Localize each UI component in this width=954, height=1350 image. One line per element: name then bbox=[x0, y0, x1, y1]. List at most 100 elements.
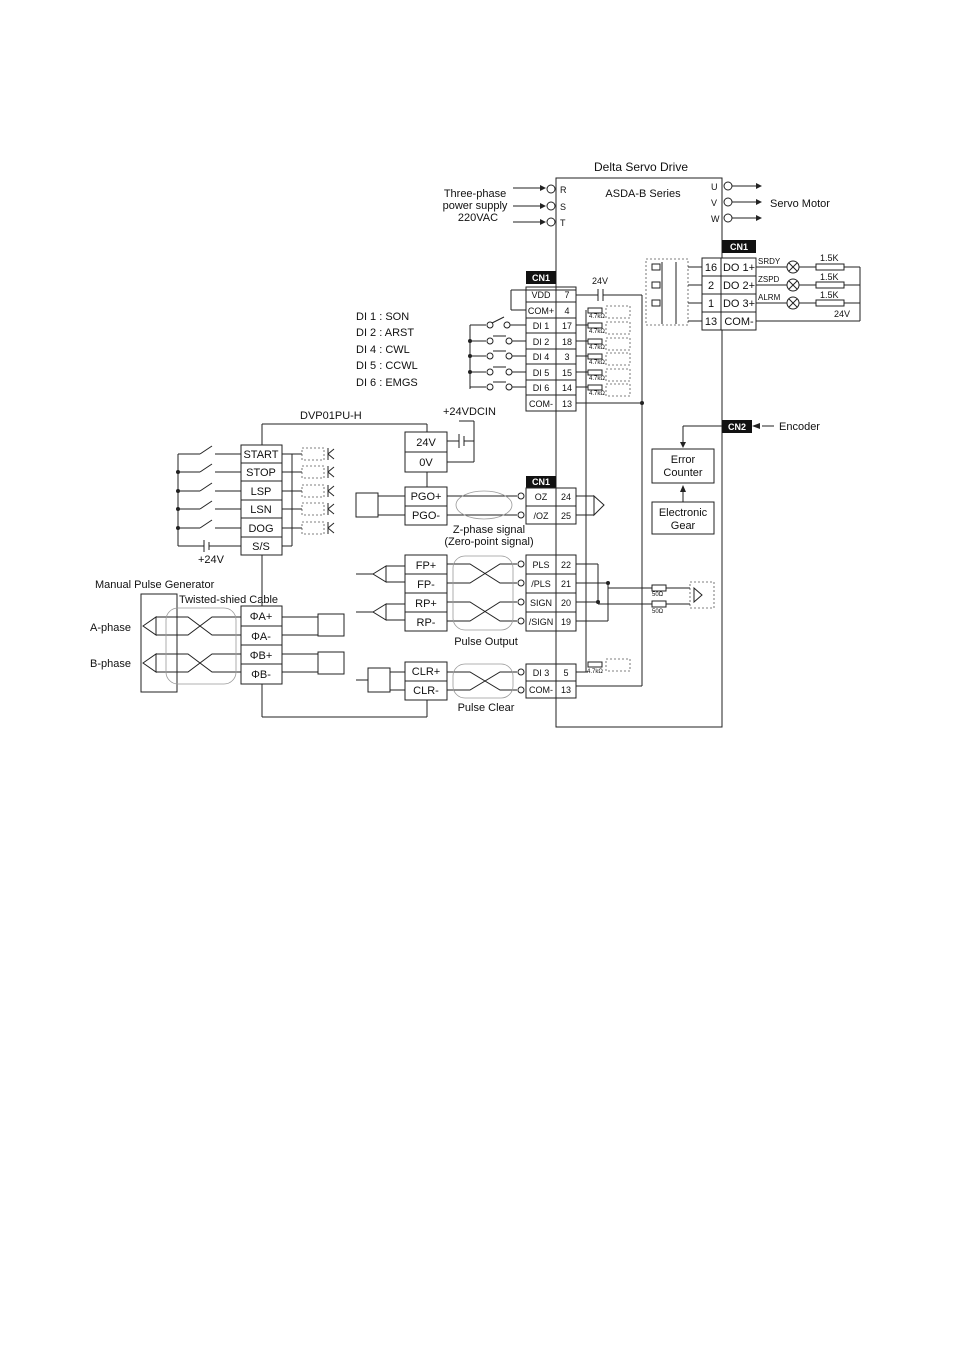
di-switches bbox=[468, 316, 526, 391]
di-legend-item: DI 5 : CCWL bbox=[356, 360, 418, 372]
cn1-pulse-pin-num: 22 bbox=[561, 560, 571, 570]
pgo-pin: PGO- bbox=[412, 510, 440, 522]
cn1-clr-pin-name: COM- bbox=[529, 685, 553, 695]
cn1-pin-name: DI 6 bbox=[533, 383, 550, 393]
power-label-2: power supply bbox=[443, 200, 508, 212]
cn1-pin-num: 17 bbox=[562, 321, 572, 331]
power-inputs bbox=[513, 184, 556, 227]
electronic-gear-label: Gear bbox=[671, 520, 696, 532]
mpg-box bbox=[140, 593, 178, 693]
error-counter-box bbox=[651, 448, 715, 484]
di-resistor-label: 4.7kΩ bbox=[589, 360, 605, 366]
do-supply-label: 24V bbox=[834, 309, 850, 319]
cn1-pulse-connector bbox=[525, 554, 715, 632]
cn1-pulse-pin-name: SIGN bbox=[530, 598, 552, 608]
cn1-pin-name: DI 4 bbox=[533, 352, 550, 362]
cn1-pin-name: COM+ bbox=[528, 306, 554, 316]
pulse-pin: FP- bbox=[417, 579, 435, 591]
di-legend-item: DI 4 : CWL bbox=[356, 344, 410, 356]
b-phase-label: B-phase bbox=[90, 658, 131, 670]
pulse-pin: FP+ bbox=[416, 560, 436, 572]
electronic-gear-box bbox=[651, 501, 715, 535]
cn1-pin-name: DI 1 bbox=[533, 321, 550, 331]
z-phase-label: (Zero-point signal) bbox=[444, 536, 533, 548]
pulse-output-label: Pulse Output bbox=[454, 636, 518, 648]
do-signal: ZSPD bbox=[758, 275, 780, 284]
do-connector bbox=[701, 257, 757, 331]
cn1-pulse-pin-num: 19 bbox=[561, 617, 571, 627]
cn1-z-pin-name: OZ bbox=[535, 492, 548, 502]
pulse-clear-label: Pulse Clear bbox=[458, 702, 515, 714]
cn1-clr-pin-num: 5 bbox=[563, 668, 568, 678]
cn1-pin-num: 4 bbox=[564, 306, 569, 316]
mpg-title: Manual Pulse Generator bbox=[95, 579, 215, 591]
cn1-z-connector bbox=[525, 487, 605, 525]
di-resistor-label: 4.7kΩ bbox=[589, 376, 605, 382]
do-pin-num: 2 bbox=[708, 280, 714, 292]
dvp-encoder-pin: ΦB+ bbox=[250, 650, 273, 662]
mpg-cable-label: Twisted-shied Cable bbox=[179, 594, 278, 606]
vdd-wiring bbox=[510, 289, 644, 686]
terminal-v: V bbox=[711, 198, 717, 208]
line-resistor-label: 50Ω bbox=[652, 592, 664, 598]
di-legend-item: DI 1 : SON bbox=[356, 311, 409, 323]
z-phase-label: Z-phase signal bbox=[453, 524, 525, 536]
line-resistor-label: 50Ω bbox=[652, 609, 664, 615]
cn1-pulse-pin-num: 20 bbox=[561, 598, 571, 608]
cn1-pulse-pin-name: /SIGN bbox=[529, 617, 554, 627]
dvp-title: DVP01PU-H bbox=[300, 410, 362, 422]
terminal-r: R bbox=[560, 185, 567, 195]
cn1-header-do bbox=[722, 240, 756, 253]
pulse-pin: RP- bbox=[417, 617, 436, 629]
do-pin-num: 16 bbox=[705, 262, 717, 274]
pulse-pin: RP+ bbox=[415, 598, 437, 610]
cn1-z-pin-name: /OZ bbox=[534, 511, 550, 521]
encoder-label: Encoder bbox=[779, 421, 820, 433]
do-transistors bbox=[645, 258, 702, 326]
cn1-label-z: CN1 bbox=[532, 477, 550, 487]
do-pin-name: COM- bbox=[724, 316, 754, 328]
dvp-encoder-pin: ΦA- bbox=[251, 631, 271, 643]
motor-label: Servo Motor bbox=[770, 198, 830, 210]
power-label-3: 220VAC bbox=[458, 212, 498, 224]
dvp-outline bbox=[261, 423, 428, 718]
do-signal: ALRM bbox=[758, 293, 781, 302]
a-phase-label: A-phase bbox=[90, 622, 131, 634]
dvp-input-label: S/S bbox=[252, 541, 270, 553]
do-pin-num: 13 bbox=[705, 316, 717, 328]
dvp-input-label: STOP bbox=[246, 467, 276, 479]
vdcin-block bbox=[404, 420, 475, 473]
cn1-label-do: CN1 bbox=[730, 242, 748, 252]
do-load-wiring bbox=[756, 260, 861, 322]
cn1-top-connector bbox=[525, 286, 577, 412]
cn1-header-top bbox=[526, 271, 556, 284]
gear-arrow bbox=[680, 485, 686, 502]
power-label-1: Three-phase bbox=[444, 188, 506, 200]
do-pin-num: 1 bbox=[708, 298, 714, 310]
cn2-label: CN2 bbox=[728, 422, 746, 432]
do-resistor-label: 1.5K bbox=[820, 290, 839, 300]
servo-drive-box bbox=[555, 177, 723, 728]
do-resistor-label: 1.5K bbox=[820, 272, 839, 282]
terminal-u: U bbox=[711, 182, 718, 192]
cn1-pulse-pin-num: 21 bbox=[561, 579, 571, 589]
dvp-encoder-pin: ΦB- bbox=[251, 669, 271, 681]
cn1-clr-pin-name: DI 3 bbox=[533, 668, 550, 678]
do-pin-name: DO 3+ bbox=[723, 298, 755, 310]
vdcin-label: +24VDCIN bbox=[443, 406, 496, 418]
dvp-input-label: START bbox=[243, 449, 278, 461]
motor-outputs bbox=[723, 181, 762, 223]
cn1-header-z bbox=[526, 476, 556, 488]
cn1-pin-num: 18 bbox=[562, 337, 572, 347]
dvp-input-label: DOG bbox=[248, 523, 273, 535]
clr-block bbox=[356, 661, 448, 701]
pulse-cable bbox=[447, 555, 525, 631]
vdcin-pin: 24V bbox=[416, 437, 436, 449]
cn1-clr-connector bbox=[525, 655, 642, 699]
mpg-drivers bbox=[142, 607, 241, 685]
clr-pin: CLR- bbox=[413, 685, 439, 697]
di-resistor-label: 4.7kΩ bbox=[589, 345, 605, 351]
di-resistor-label: 4.7kΩ bbox=[589, 314, 605, 320]
error-counter-label: Counter bbox=[663, 467, 702, 479]
